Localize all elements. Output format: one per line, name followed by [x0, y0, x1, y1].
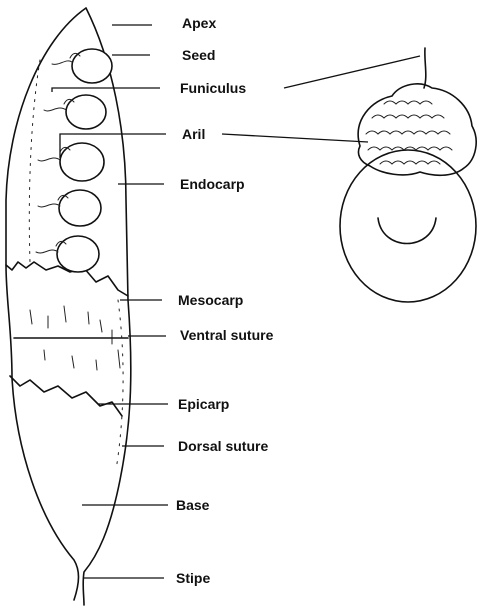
pod [6, 8, 131, 605]
epicarp-layer [10, 376, 122, 416]
label-ventral-suture: Ventral suture [180, 327, 274, 343]
enlarged-seed-stalk [424, 48, 426, 88]
label-epicarp: Epicarp [178, 396, 229, 412]
endocarp-edge [29, 60, 40, 262]
dorsal-suture-dots [116, 300, 123, 470]
seed-3 [60, 143, 104, 181]
pod-outline [6, 8, 131, 605]
seed-5 [57, 236, 99, 272]
funiculus-enlarged-leader [284, 56, 420, 88]
funiculus-leader [52, 88, 160, 92]
label-mesocarp: Mesocarp [178, 292, 243, 308]
label-seed: Seed [182, 47, 215, 63]
seeds [36, 49, 112, 272]
label-funiculus: Funiculus [180, 80, 246, 96]
label-base: Base [176, 497, 210, 513]
aril-enlarged-leader [222, 134, 368, 142]
label-apex: Apex [182, 15, 216, 31]
label-aril: Aril [182, 126, 205, 142]
enlarged-seed [340, 48, 476, 302]
label-dorsal-suture: Dorsal suture [178, 438, 268, 454]
label-stipe: Stipe [176, 570, 210, 586]
labels: Apex Seed Funiculus Aril Endocarp Mesoca… [176, 15, 274, 586]
label-endocarp: Endocarp [180, 176, 245, 192]
seed-4 [59, 190, 101, 226]
